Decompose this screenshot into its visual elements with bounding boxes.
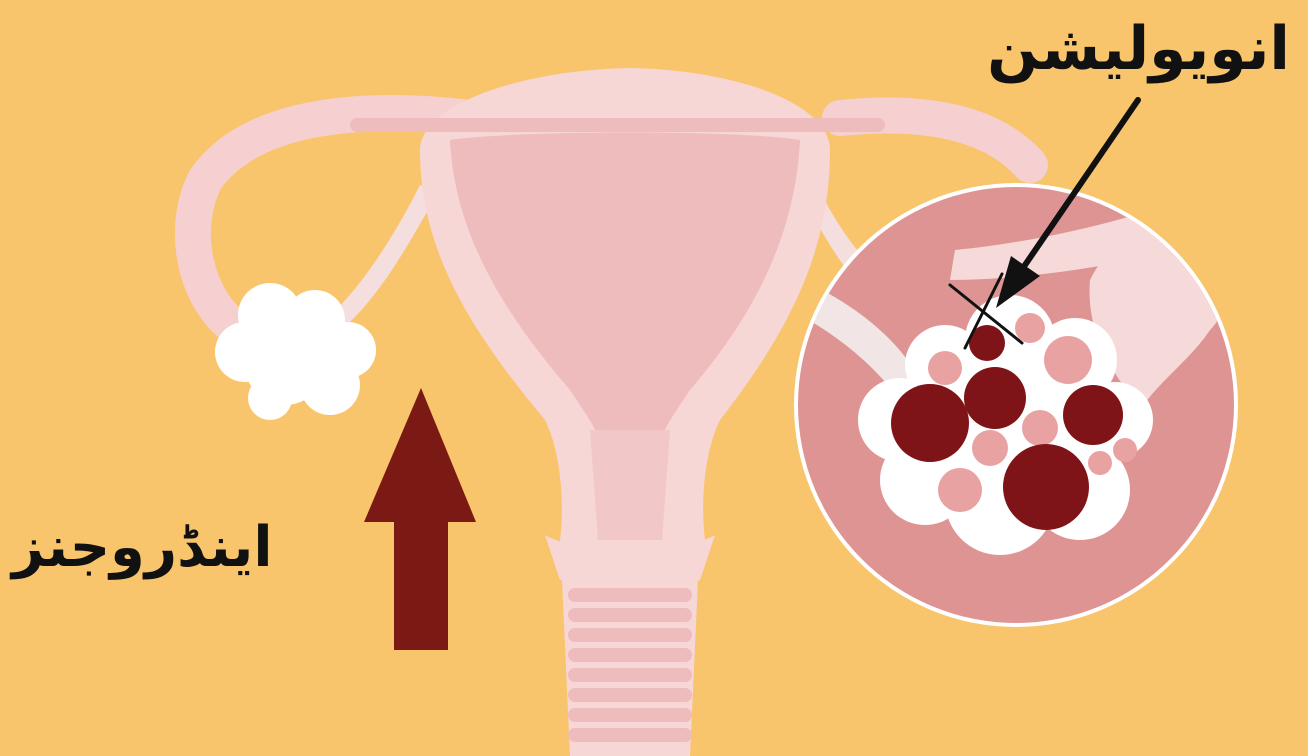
follicle — [1088, 451, 1112, 475]
dark-follicle — [1063, 385, 1123, 445]
uterine-canal — [590, 430, 670, 540]
follicle — [938, 468, 982, 512]
androgens-label: اینڈروجنز — [12, 515, 273, 580]
follicle — [1022, 410, 1058, 446]
zoomed-ovary — [790, 183, 1238, 627]
dark-follicle — [1003, 444, 1089, 530]
follicle — [1015, 313, 1045, 343]
follicle — [972, 430, 1008, 466]
ovulation-label: انویولیشن — [987, 14, 1290, 84]
androgen-increase-arrow — [364, 388, 476, 650]
follicle — [928, 351, 962, 385]
dark-follicle — [964, 367, 1026, 429]
follicle — [1113, 438, 1137, 462]
fundus-band — [350, 118, 885, 132]
follicle — [1044, 336, 1092, 384]
dark-follicle — [891, 384, 969, 462]
